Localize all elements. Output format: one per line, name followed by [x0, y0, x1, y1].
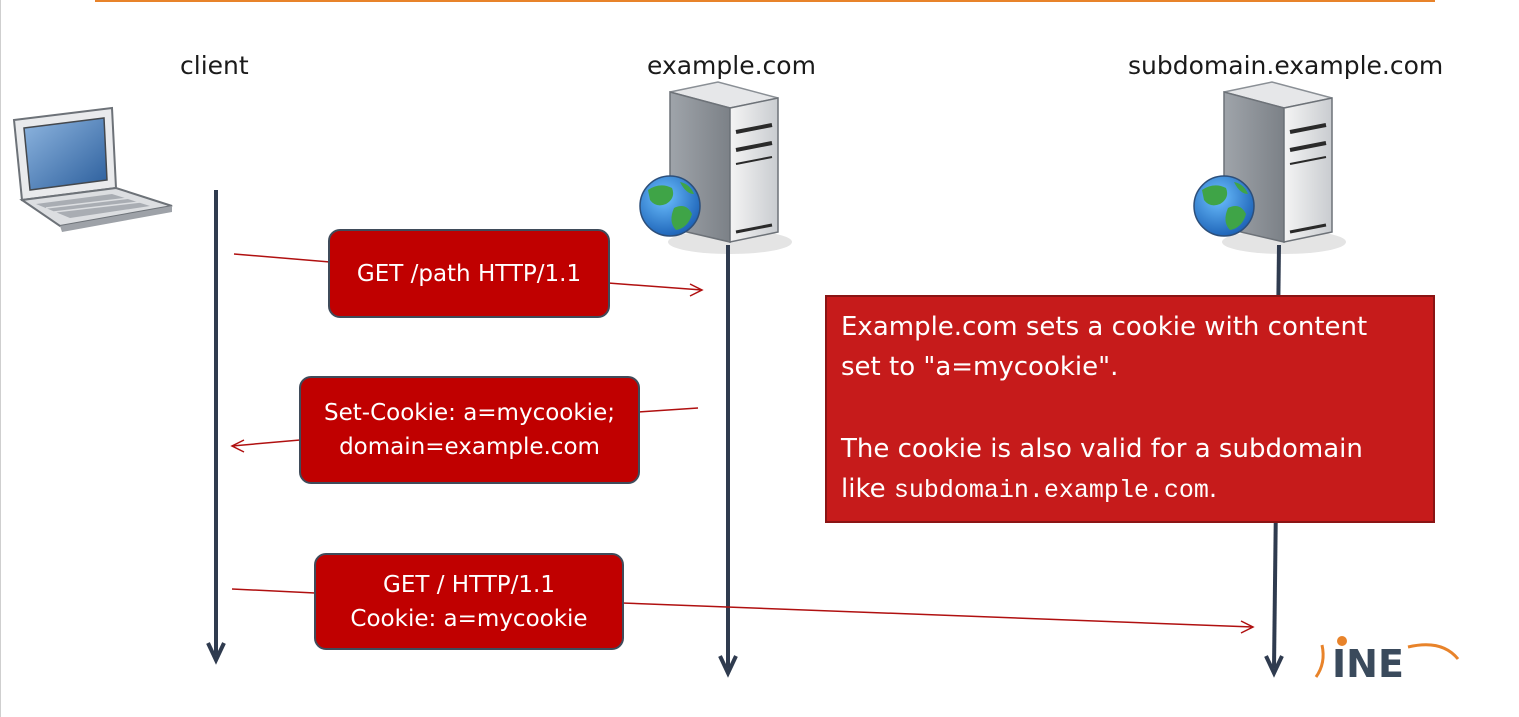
note-line: Example.com sets a cookie with content [841, 312, 1368, 342]
cookie-header-line: Cookie: a=mycookie [350, 605, 588, 632]
cookie-request-box: GET / HTTP/1.1 Cookie: a=mycookie [314, 553, 624, 650]
note-text: . [1208, 474, 1218, 504]
server-icon [1193, 81, 1346, 254]
server-icon [639, 81, 792, 254]
request-arrow [233, 253, 704, 297]
get-request-box: GET /path HTTP/1.1 [328, 229, 610, 318]
note-text: like [841, 474, 894, 504]
logo-text: INE [1332, 642, 1404, 685]
get-request-text: GET /path HTTP/1.1 [356, 260, 582, 287]
client-label: client [180, 51, 249, 80]
globe-icon [639, 175, 701, 237]
note-line: like subdomain.example.com. [841, 469, 1419, 511]
client-lifeline [206, 190, 226, 665]
laptop-icon [12, 106, 173, 232]
response-arrow [230, 407, 699, 453]
subdomain-code: subdomain.example.com [893, 476, 1209, 505]
slide-edge [0, 0, 1, 717]
note-line: set to "a=mycookie". [841, 352, 1119, 382]
header-rule [95, 0, 1435, 2]
cookie-request-arrow [231, 588, 1255, 634]
subdomain-label: subdomain.example.com [1128, 51, 1444, 80]
note-line: The cookie is also valid for a subdomain [841, 434, 1363, 464]
example-com-label: example.com [647, 51, 816, 80]
example-com-lifeline [718, 245, 738, 678]
set-cookie-line: Set-Cookie: a=mycookie; [324, 400, 615, 426]
explanation-note: Example.com sets a cookie with content s… [825, 295, 1435, 523]
ine-logo: INE [1314, 636, 1460, 685]
domain-line: domain=example.com [339, 434, 600, 460]
globe-icon [1193, 175, 1255, 237]
get-root-line: GET / HTTP/1.1 [383, 571, 555, 598]
set-cookie-box: Set-Cookie: a=mycookie; domain=example.c… [299, 376, 640, 484]
